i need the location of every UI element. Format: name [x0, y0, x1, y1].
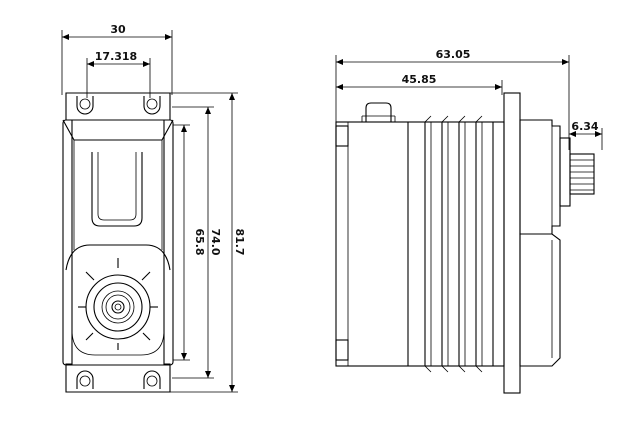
cable-loop — [91, 152, 143, 227]
height-65-dimension: 65.8 — [173, 124, 206, 361]
width-label: 30 — [110, 23, 126, 36]
side-output-spline — [559, 137, 595, 207]
height-65-label: 65.8 — [193, 228, 206, 255]
height-74-label: 74.0 — [209, 228, 222, 255]
side-body — [335, 121, 505, 367]
mounting-slot-bottom-right — [143, 370, 161, 389]
width-dimension: 30 — [61, 23, 173, 95]
side-view: 63.05 45.85 6.34 — [335, 48, 603, 394]
output-shaft — [85, 274, 151, 340]
total-length-dimension: 63.05 — [335, 48, 570, 130]
radial-ticks — [78, 258, 158, 350]
front-body — [62, 119, 174, 366]
height-74-dimension: 74.0 — [172, 106, 222, 379]
spline-length-label: 6.34 — [571, 120, 598, 133]
height-81-dimension: 81.7 — [170, 92, 246, 393]
total-length-label: 63.05 — [436, 48, 471, 61]
mounting-slot-top-right — [143, 96, 161, 115]
side-top-connector — [365, 102, 392, 122]
spline-length-dimension: 6.34 — [568, 120, 603, 150]
front-lower-section — [65, 244, 171, 271]
body-length-dimension: 45.85 — [336, 73, 503, 95]
body-length-label: 45.85 — [402, 73, 437, 86]
front-top-cap — [62, 119, 174, 141]
height-81-label: 81.7 — [233, 228, 246, 255]
cooling-fins — [407, 115, 494, 373]
hole-spacing-label: 17.318 — [95, 50, 137, 63]
front-view: 30 17.318 — [61, 23, 246, 393]
side-gearbox — [519, 119, 561, 235]
hole-spacing-dimension: 17.318 — [86, 50, 151, 98]
side-flange — [503, 92, 521, 394]
mounting-slot-bottom-left — [76, 370, 94, 389]
mounting-slot-top-left — [76, 96, 94, 115]
